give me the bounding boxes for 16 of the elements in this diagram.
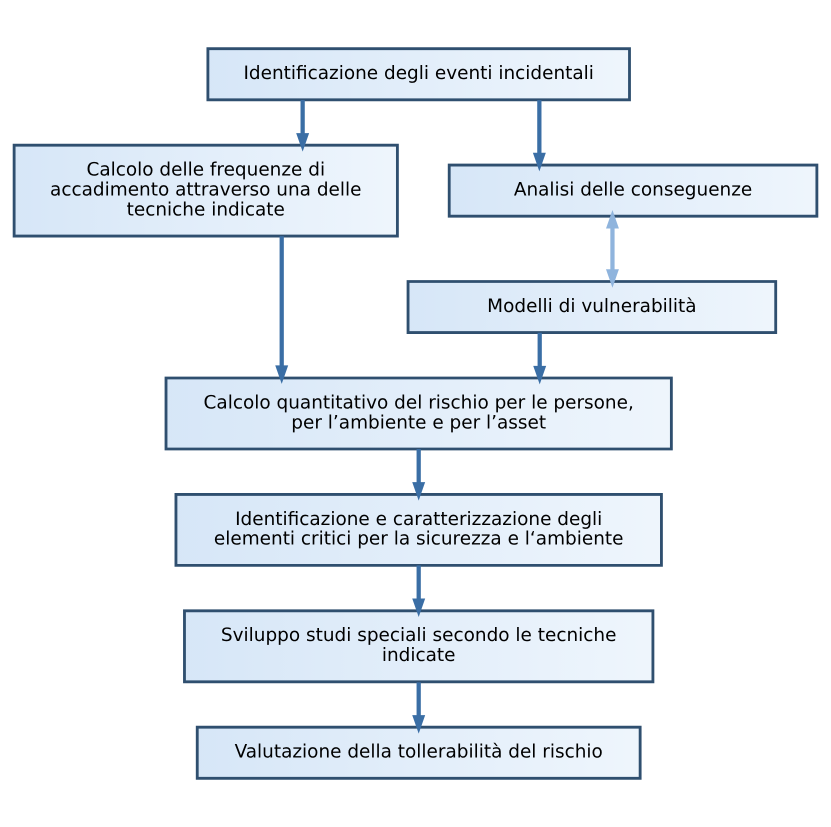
node-box: Valutazione della tollerabilità del rischio: [196, 726, 642, 780]
arrow: [532, 100, 546, 172]
node-box: Identificazione e caratterizzazione degli elementi critici per la sicurezza e l‘ambiente: [174, 493, 663, 567]
arrow: [606, 210, 619, 288]
node-box: Calcolo delle frequenze di accadimento attraverso una delle tecniche indicate: [12, 144, 399, 238]
arrow: [296, 100, 310, 152]
node-box: Identificazione degli eventi incidentali: [206, 47, 631, 102]
arrow: [412, 565, 426, 617]
node-box: Modelli di vulnerabilità: [406, 280, 778, 334]
node-box: Analisi delle conseguenze: [448, 164, 818, 218]
arrow: [412, 449, 426, 501]
arrow: [412, 682, 426, 734]
arrow: [533, 332, 546, 384]
node-box: Sviluppo studi speciali secondo le tecniche indicate: [183, 609, 654, 684]
node-box: Calcolo quantitativo del rischio per le persone, per l’ambiente e per l’asset: [164, 376, 673, 450]
arrow: [275, 236, 288, 384]
